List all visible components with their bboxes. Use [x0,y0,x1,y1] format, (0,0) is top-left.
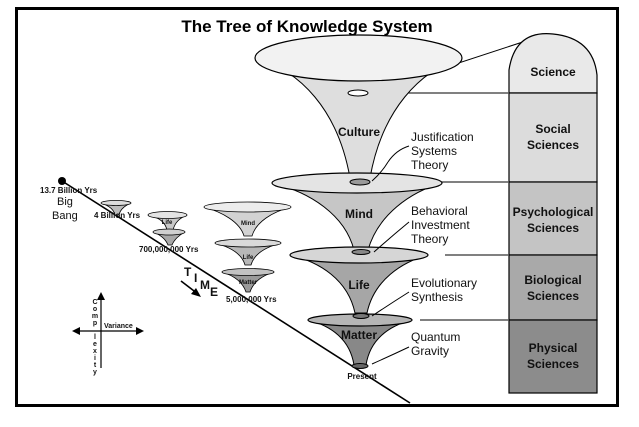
band-bio-label-1: Biological [524,273,581,287]
horizontal-axis-left-arrow-icon [72,327,80,335]
mini-life-700-label: Life [162,220,173,226]
mini-matter-label: Matter [239,280,258,286]
present-label: Present [347,372,377,381]
science-column: Science Social Sciences Psychological Sc… [508,33,598,394]
variance-label: Variance [104,323,133,330]
theory-bit-line-1: Behavioral [411,204,468,218]
mini-funnel-700-million [147,211,188,246]
big-bang-line-2: Bang [52,210,78,222]
culture-top-hole [347,89,369,97]
band-social-label-1: Social [535,122,570,136]
vertical-axis-arrow-icon [97,292,105,300]
mini-mind-label: Mind [241,221,255,227]
mini-funnel-5-million [203,201,292,293]
band-psychological-sciences [508,181,598,256]
theory-behavioral-investment: Behavioral Investment Theory [373,204,470,253]
funnel-matter: Matter [307,313,413,369]
four-billion-label: 4 Billion Yrs [94,211,141,220]
theory-jst-line-1: Justification [411,130,474,144]
band-physical-sciences [508,319,598,394]
funnel-life-label: Life [348,278,370,292]
complexity-letter-i: i [94,355,96,362]
complexity-letter-m: m [92,313,98,320]
diagram-title: The Tree of Knowledge System [181,17,432,36]
band-psych-label-2: Sciences [527,221,579,235]
complexity-letter-y: y [93,369,97,376]
theory-jst-line-2: Systems [411,144,457,158]
theory-es-line-2: Synthesis [411,290,463,304]
funnel-culture: Culture [254,34,463,179]
band-social-sciences [508,92,598,183]
time-letter-t: T [184,265,192,279]
band-bio-label-2: Sciences [527,289,579,303]
complexity-variance-axes [72,292,144,368]
mini-funnel-4-billion [100,200,132,216]
theory-jst-line-3: Theory [411,158,448,172]
mini-life-label: Life [243,255,254,261]
theory-qg-line-1: Quantum [411,330,460,344]
big-bang-dot [58,177,66,185]
complexity-letter-t: t [94,362,97,369]
complexity-letter-e: e [93,341,97,348]
seven-hundred-million-label: 700,000,000 Yrs [139,245,199,254]
band-psych-label-1: Psychological [513,205,594,219]
complexity-letter-p: p [93,320,97,327]
theory-qg-line-2: Gravity [411,344,449,358]
band-phys-label-2: Sciences [527,357,579,371]
big-bang-date: 13.7 Billion Yrs [40,186,98,195]
band-science [508,33,598,94]
band-social-label-2: Sciences [527,138,579,152]
band-biological-sciences [508,254,598,321]
theory-evolutionary-synthesis: Evolutionary Synthesis [371,276,477,317]
time-letter-i: I [194,271,197,285]
theory-quantum-gravity: Quantum Gravity [371,330,460,365]
big-bang-line-1: Big [57,196,73,208]
time-arrow-icon [180,280,201,297]
funnel-culture-label: Culture [338,125,380,139]
complexity-letter-o: o [93,306,97,313]
complexity-label: C o m p l e x i t y [92,299,98,376]
theory-justification-systems: Justification Systems Theory [371,130,474,182]
time-letter-e: E [210,285,218,299]
complexity-letter-l: l [94,334,96,341]
band-phys-label-1: Physical [529,341,578,355]
complexity-letter-c: C [92,299,97,306]
funnel-mind: Mind [271,172,443,251]
theory-es-line-1: Evolutionary [411,276,477,290]
funnel-mind-label: Mind [345,207,373,221]
theory-bit-line-2: Investment [411,218,470,232]
funnel-life: Life [289,246,429,314]
time-letter-m: M [200,278,210,292]
band-science-label: Science [530,65,576,79]
horizontal-axis-right-arrow-icon [136,327,144,335]
complexity-letter-x: x [93,348,97,355]
funnel-matter-label: Matter [341,328,377,342]
five-million-label: 5,000,000 Yrs [226,295,277,304]
theory-bit-line-3: Theory [411,232,448,246]
